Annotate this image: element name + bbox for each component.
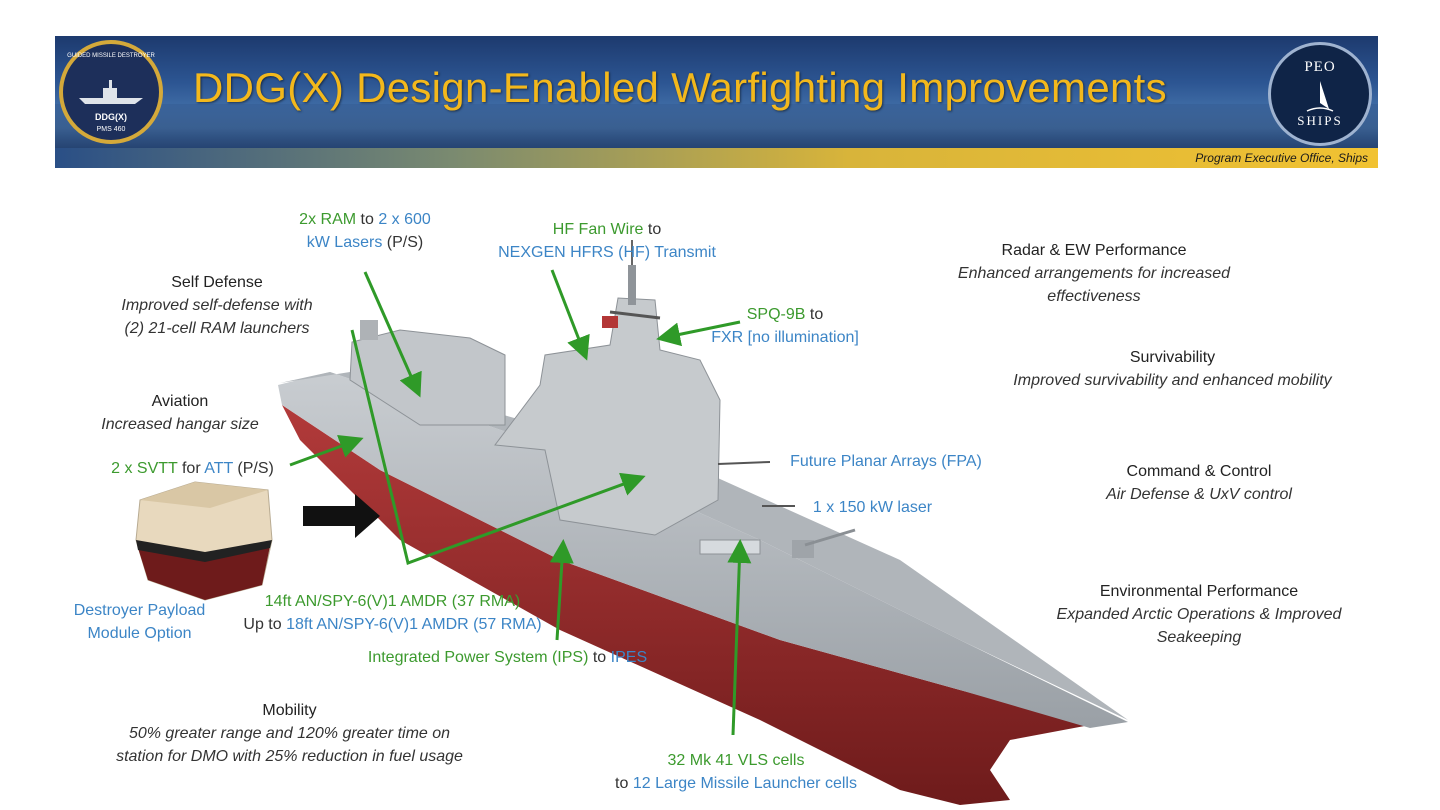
callout-amdr: 14ft AN/SPY-6(V)1 AMDR (37 RMA) Up to 18…: [225, 590, 560, 636]
callout-suffix: (P/S): [386, 234, 424, 251]
banner-gold-stripe: Program Executive Office, Ships: [55, 148, 1378, 168]
callout-to: IPES: [610, 649, 648, 666]
callout-line: Destroyer Payload: [73, 602, 206, 619]
callout-connector: to: [615, 775, 629, 792]
ram-leader: [363, 271, 422, 398]
benefit-heading: Environmental Performance: [1099, 583, 1299, 600]
callout-connector: for: [181, 460, 201, 477]
benefit-heading: Mobility: [262, 702, 317, 719]
header-banner: Program Executive Office, Ships GUIDED M…: [55, 36, 1378, 168]
ships-text: SHIPS: [1297, 113, 1343, 128]
page-title: DDG(X) Design-Enabled Warfighting Improv…: [193, 64, 1167, 111]
benefit-mobility: Mobility 50% greater range and 120% grea…: [92, 699, 487, 768]
flag: [602, 316, 618, 328]
callout-vls: 32 Mk 41 VLS cells to 12 Large Missile L…: [600, 749, 872, 795]
callout-to: kW Lasers: [306, 234, 383, 251]
callout-spq-9b: SPQ-9B to FXR [no illumination]: [695, 303, 875, 349]
callout-ram-lasers: 2x RAM to 2 x 600 kW Lasers (P/S): [280, 208, 450, 254]
callout-from: 14ft AN/SPY-6(V)1 AMDR (37 RMA): [264, 593, 521, 610]
callout-connector: to: [647, 221, 662, 238]
callout-150kw-laser: 1 x 150 kW laser: [812, 499, 933, 516]
forward-superstructure: [494, 297, 721, 536]
callout-to: 18ft AN/SPY-6(V)1 AMDR (57 RMA): [286, 616, 542, 633]
seal-ship-icon: [79, 80, 143, 104]
benefit-heading: Aviation: [151, 393, 209, 410]
seal-top-text: GUIDED MISSILE DESTROYER: [67, 53, 155, 59]
fpa-leader: [717, 461, 771, 465]
benefit-detail: Seakeeping: [1156, 629, 1242, 646]
callout-hf-fan-wire: HF Fan Wire to NEXGEN HFRS (HF) Transmit: [490, 218, 724, 264]
seal-center-text: DDG(X): [95, 112, 127, 122]
hf-leader: [550, 269, 590, 361]
benefit-heading: Command & Control: [1126, 463, 1272, 480]
svtt-leader: [289, 434, 364, 467]
benefit-radar-ew: Radar & EW Performance Enhanced arrangem…: [945, 239, 1243, 308]
callout-payload-module: Destroyer Payload Module Option: [62, 599, 217, 645]
benefit-heading: Survivability: [1129, 349, 1216, 366]
callout-from: SPQ-9B: [746, 306, 806, 323]
callout-to: NEXGEN HFRS (HF) Transmit: [498, 244, 716, 261]
benefit-detail: Expanded Arctic Operations & Improved: [1056, 606, 1342, 623]
benefit-heading: Self Defense: [171, 274, 263, 291]
peo-ships-logo: PEO SHIPS: [1268, 42, 1372, 146]
benefit-survivability: Survivability Improved survivability and…: [995, 346, 1350, 392]
peo-text: PEO: [1304, 59, 1336, 75]
callout-from: 2x RAM: [299, 211, 357, 228]
benefit-detail: station for DMO with 25% reduction in fu…: [116, 748, 463, 765]
callout-line: Module Option: [87, 625, 192, 642]
callout-connector: to: [360, 211, 374, 228]
banner-subtitle: Program Executive Office, Ships: [1195, 151, 1368, 165]
vls-leader: [727, 539, 752, 736]
callout-svtt: 2 x SVTT for ATT (P/S): [100, 457, 285, 480]
benefit-command-control: Command & Control Air Defense & UxV cont…: [1085, 460, 1313, 506]
callout-connector: Up to: [243, 616, 282, 633]
mast: [628, 265, 636, 305]
benefit-detail: (2) 21-cell RAM launchers: [124, 320, 310, 337]
benefit-self-defense: Self Defense Improved self-defense with …: [112, 271, 322, 340]
peo-sail-icon: [1306, 81, 1334, 112]
benefit-detail: Increased hangar size: [101, 416, 259, 433]
benefit-environmental: Environmental Performance Expanded Arcti…: [1040, 580, 1358, 649]
callout-connector: to: [809, 306, 824, 323]
benefit-detail: Enhanced arrangements for increased: [957, 265, 1231, 282]
benefit-heading: Radar & EW Performance: [1001, 242, 1187, 259]
benefit-aviation: Aviation Increased hangar size: [90, 390, 270, 436]
ddgx-seal-logo: GUIDED MISSILE DESTROYER DDG(X) PMS 460: [59, 40, 163, 144]
benefit-detail: Improved survivability and enhanced mobi…: [1013, 372, 1332, 389]
ips-leader: [549, 539, 574, 641]
seal-bottom-text: PMS 460: [96, 126, 126, 133]
callout-to: ATT: [204, 460, 233, 477]
benefit-detail: 50% greater range and 120% greater time …: [128, 725, 451, 742]
callout-from: HF Fan Wire: [552, 221, 644, 238]
callout-from: Integrated Power System (IPS): [367, 649, 589, 666]
hull-lower-red: [282, 405, 1090, 805]
callout-to: FXR [no illumination]: [711, 329, 859, 346]
benefit-detail: effectiveness: [1047, 288, 1141, 305]
callout-future-planar-arrays: Future Planar Arrays (FPA): [790, 453, 982, 470]
benefit-detail: Improved self-defense with: [121, 297, 313, 314]
benefit-detail: Air Defense & UxV control: [1106, 486, 1292, 503]
callout-from: 2 x SVTT: [111, 460, 178, 477]
callout-from: 32 Mk 41 VLS cells: [667, 752, 805, 769]
amdr-leader: [350, 329, 646, 565]
callout-ips: Integrated Power System (IPS) to IPES: [355, 646, 660, 669]
callout-connector: to: [592, 649, 607, 666]
callout-suffix: (P/S): [237, 460, 274, 477]
spq-leader: [656, 320, 741, 347]
ram-launcher: [360, 320, 378, 340]
callout-to: 12 Large Missile Launcher cells: [632, 775, 857, 792]
callout-to: 2 x 600: [378, 211, 431, 228]
